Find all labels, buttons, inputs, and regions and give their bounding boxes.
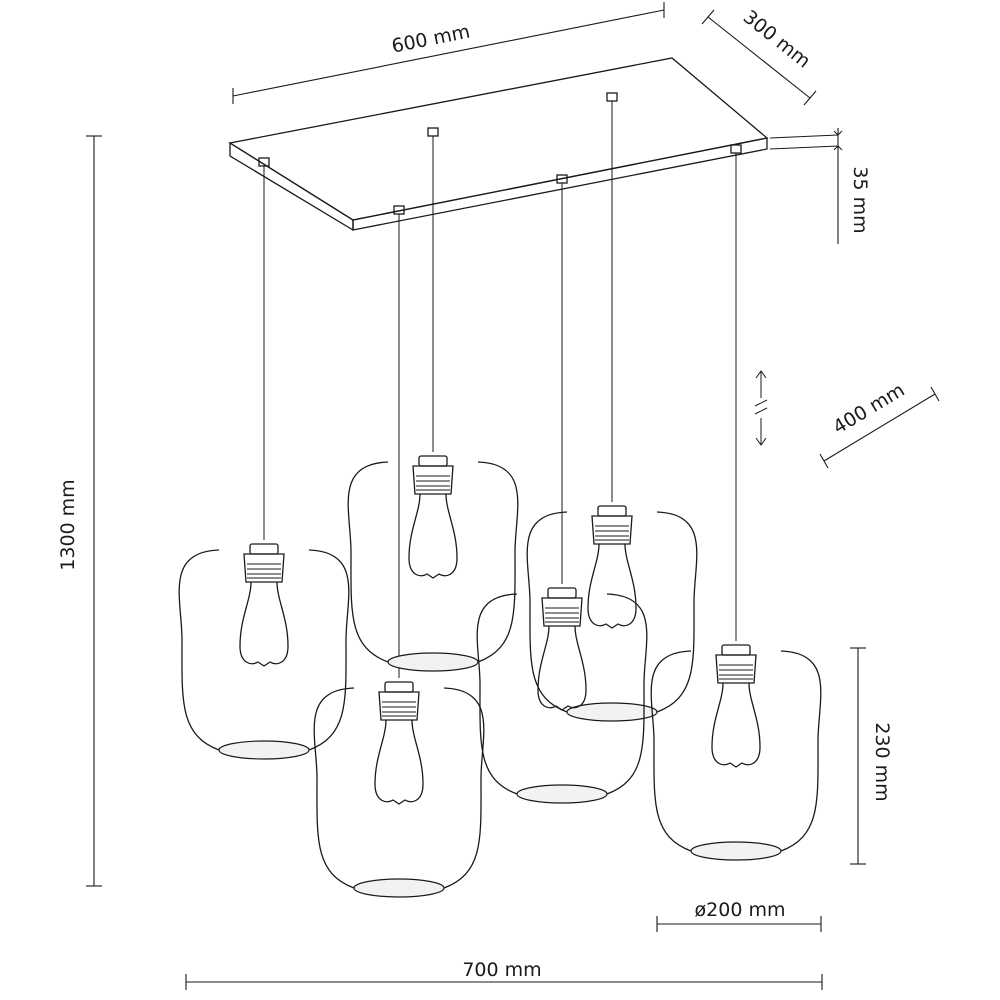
dim-width-top: 600 mm	[232, 2, 665, 104]
cables	[263, 101, 737, 678]
lamp-shade-5	[476, 587, 648, 804]
lamp-shade-2	[347, 455, 519, 672]
dim-depth-top: 300 mm	[701, 6, 817, 106]
dim-shade-diameter: ø200 mm	[656, 899, 822, 932]
lamps	[178, 455, 822, 898]
lamp-shade-1	[178, 543, 350, 760]
label-shade-diameter: ø200 mm	[695, 899, 786, 921]
label-cable-adjust: 400 mm	[829, 379, 908, 439]
ceiling-plate	[228, 57, 769, 232]
dim-shade-height: 230 mm	[850, 647, 893, 865]
dim-plate-thickness: 35 mm	[769, 128, 871, 244]
dim-total-width: 700 mm	[185, 959, 823, 990]
cable-adjust-arrow-icon	[754, 370, 768, 446]
label-total-height: 1300 mm	[57, 479, 79, 570]
label-width-top: 600 mm	[390, 21, 472, 58]
label-plate-thickness: 35 mm	[849, 166, 871, 233]
lamp-shade-6	[650, 644, 822, 861]
label-depth-top: 300 mm	[739, 6, 815, 73]
lamp-shade-4	[313, 681, 485, 898]
cable-connectors	[258, 92, 742, 215]
dim-cable-adjust: 400 mm	[819, 379, 940, 469]
label-shade-height: 230 mm	[871, 722, 893, 801]
dim-total-height: 1300 mm	[57, 135, 102, 887]
label-total-width: 700 mm	[462, 959, 541, 981]
